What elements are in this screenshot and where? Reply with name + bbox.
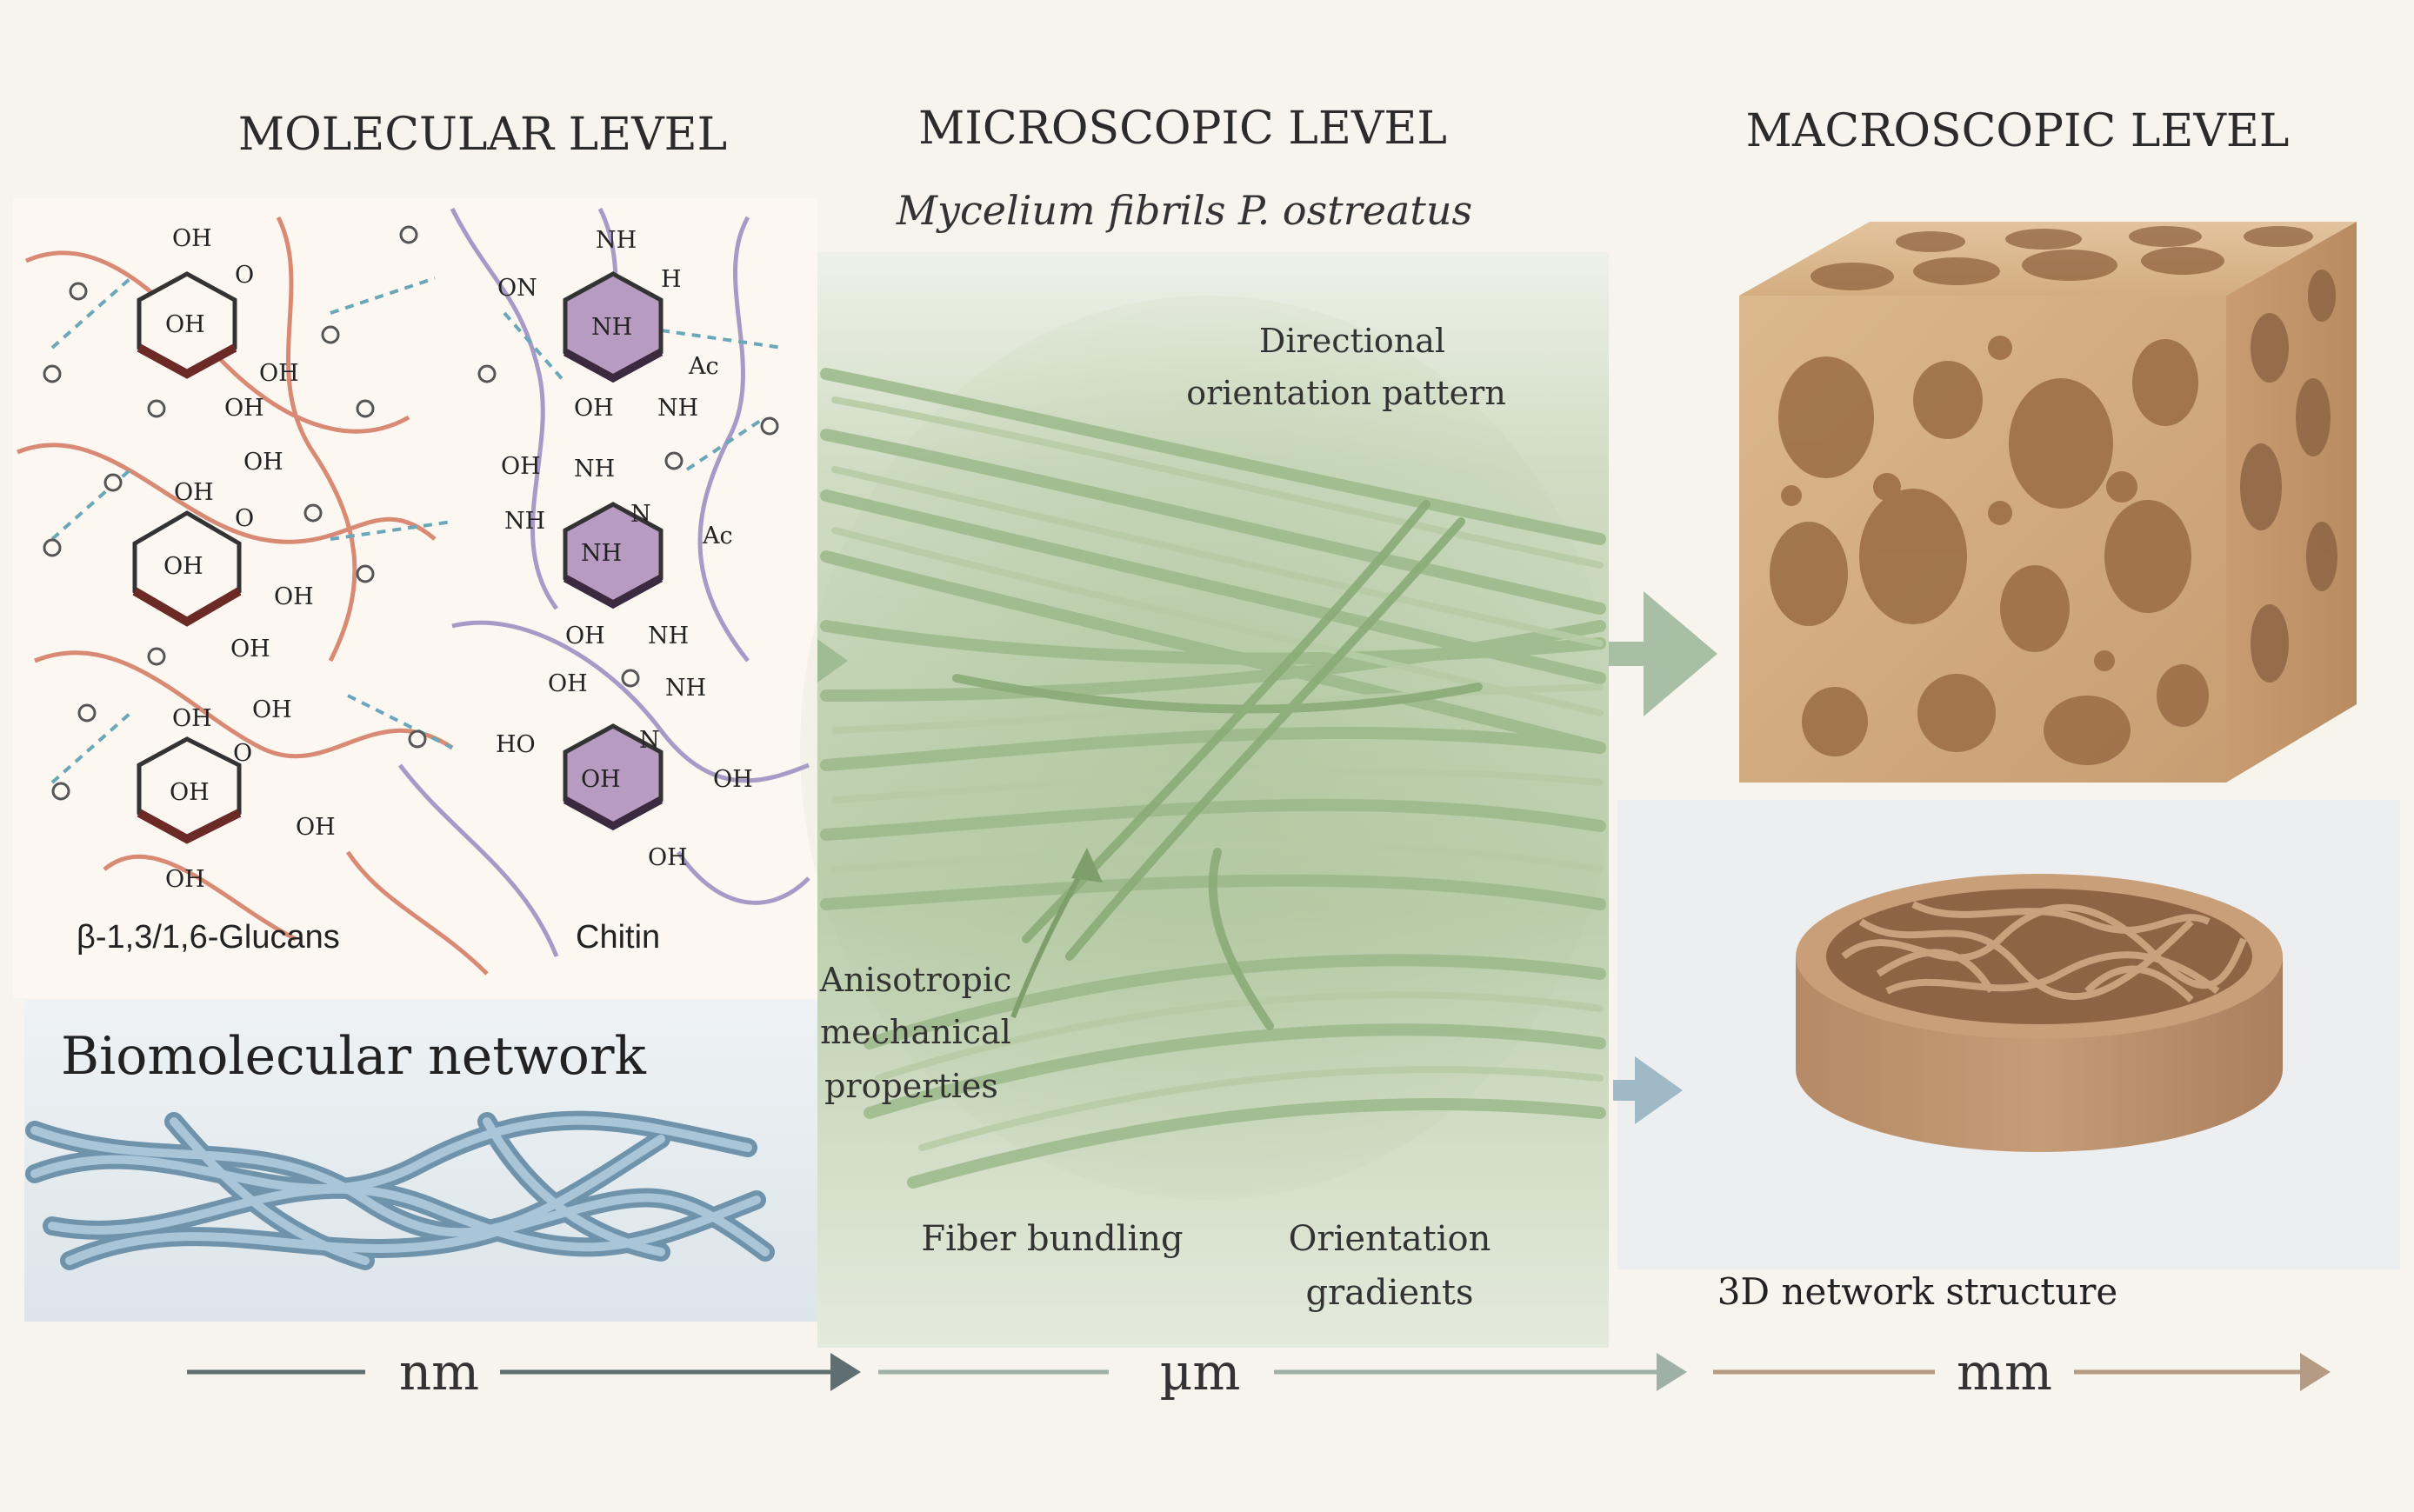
- porous-disc: [1796, 874, 2283, 1152]
- atom-label: Ac: [688, 353, 719, 380]
- atom-label: OH: [170, 779, 210, 806]
- atom-label: OH: [165, 311, 205, 338]
- atom-label: OH: [243, 449, 283, 476]
- atom-label: NH: [648, 623, 689, 649]
- atom-label: OH: [165, 866, 205, 893]
- left-small-arrow: [817, 639, 848, 683]
- atom-label: OH: [713, 766, 753, 793]
- atom-label: NH: [665, 675, 706, 702]
- atom-label: OH: [565, 623, 605, 649]
- glucan-ring-2: [132, 510, 242, 627]
- micro-to-macro-arrow: [1609, 591, 1717, 716]
- atom-label: OH: [172, 225, 212, 252]
- chitin-label: Chitin: [576, 919, 660, 956]
- atom-label: NH: [591, 314, 632, 341]
- directional-arrow: [1010, 848, 1103, 1019]
- scale-arrow-um: [1657, 1353, 1687, 1391]
- scale-label-nm: nm: [399, 1342, 479, 1402]
- scale-label-um: µm: [1160, 1342, 1241, 1402]
- label-aniso-1: Anisotropic: [819, 961, 1012, 999]
- chitin-ring-3: [563, 723, 664, 831]
- glucan-ring-3: [137, 736, 242, 844]
- atom-label: NH: [657, 395, 698, 422]
- chitin-ring-2: [563, 502, 664, 609]
- atom-label: NH: [596, 227, 637, 254]
- label-orientation-2: gradients: [1305, 1273, 1473, 1313]
- label-aniso-3: properties: [824, 1067, 998, 1105]
- atom-label: OH: [574, 395, 614, 422]
- atom-label: ON: [497, 275, 537, 302]
- atom-label: OH: [648, 844, 688, 871]
- linker-oxygens: [43, 225, 779, 801]
- atom-label: NH: [574, 456, 615, 483]
- atom-label: OH: [259, 360, 299, 387]
- atom-label: OH: [230, 636, 270, 663]
- scale-bar: nm µm mm: [187, 1342, 2331, 1402]
- atom-label: OH: [501, 453, 541, 480]
- scale-label-mm: mm: [1957, 1342, 2052, 1402]
- atom-label: N: [639, 727, 660, 754]
- scale-arrow-nm: [830, 1353, 861, 1391]
- atom-label: OH: [252, 696, 292, 723]
- atom-label: N: [630, 501, 651, 528]
- mycelium-fibrils: [820, 368, 1606, 1189]
- micro-to-disc-arrow: [1613, 1056, 1683, 1124]
- label-3d-network: 3D network structure: [1717, 1270, 2118, 1313]
- atom-label: OH: [174, 479, 214, 506]
- porous-cube: [1739, 222, 2357, 783]
- label-fiber-bundling: Fiber bundling: [921, 1219, 1183, 1259]
- atom-label: HO: [496, 731, 536, 758]
- glucan-ring-1: [137, 271, 237, 379]
- atom-label: OH: [581, 766, 621, 793]
- atom-label: O: [233, 740, 252, 767]
- label-aniso-2: mechanical: [820, 1013, 1011, 1051]
- atom-label: H: [661, 266, 682, 293]
- label-orientation-1: Orientation: [1289, 1219, 1491, 1259]
- atom-label: NH: [504, 508, 545, 535]
- microscopic-subtitle: Mycelium fibrils P. ostreatus: [896, 187, 1472, 234]
- atom-label: OH: [163, 553, 203, 580]
- atom-label: Ac: [702, 523, 733, 550]
- hydrogen-bonds: [50, 276, 784, 784]
- atom-label: OH: [274, 583, 314, 610]
- chitin-ring-1: [563, 271, 664, 383]
- scale-arrow-mm: [2300, 1353, 2331, 1391]
- atom-label: OH: [296, 814, 336, 841]
- atom-label: OH: [172, 705, 212, 732]
- glucan-strands: [17, 216, 489, 976]
- atom-label: OH: [548, 670, 588, 697]
- chitin-strands: [398, 207, 810, 957]
- label-directional-1: Directional: [1259, 322, 1445, 360]
- atom-label: OH: [224, 395, 264, 422]
- atom-label: O: [235, 505, 254, 532]
- glucans-label: β-1,3/1,6-Glucans: [77, 919, 340, 956]
- header-macroscopic: MACROSCOPIC LEVEL: [1746, 105, 2290, 157]
- atom-label: NH: [581, 540, 622, 567]
- biomolecular-network-fibers: [25, 1110, 775, 1270]
- label-directional-2: orientation pattern: [1186, 374, 1506, 412]
- network-title: Biomolecular network: [61, 1026, 647, 1087]
- header-molecular: MOLECULAR LEVEL: [238, 109, 727, 161]
- atom-label: O: [235, 262, 254, 289]
- header-microscopic: MICROSCOPIC LEVEL: [918, 103, 1447, 155]
